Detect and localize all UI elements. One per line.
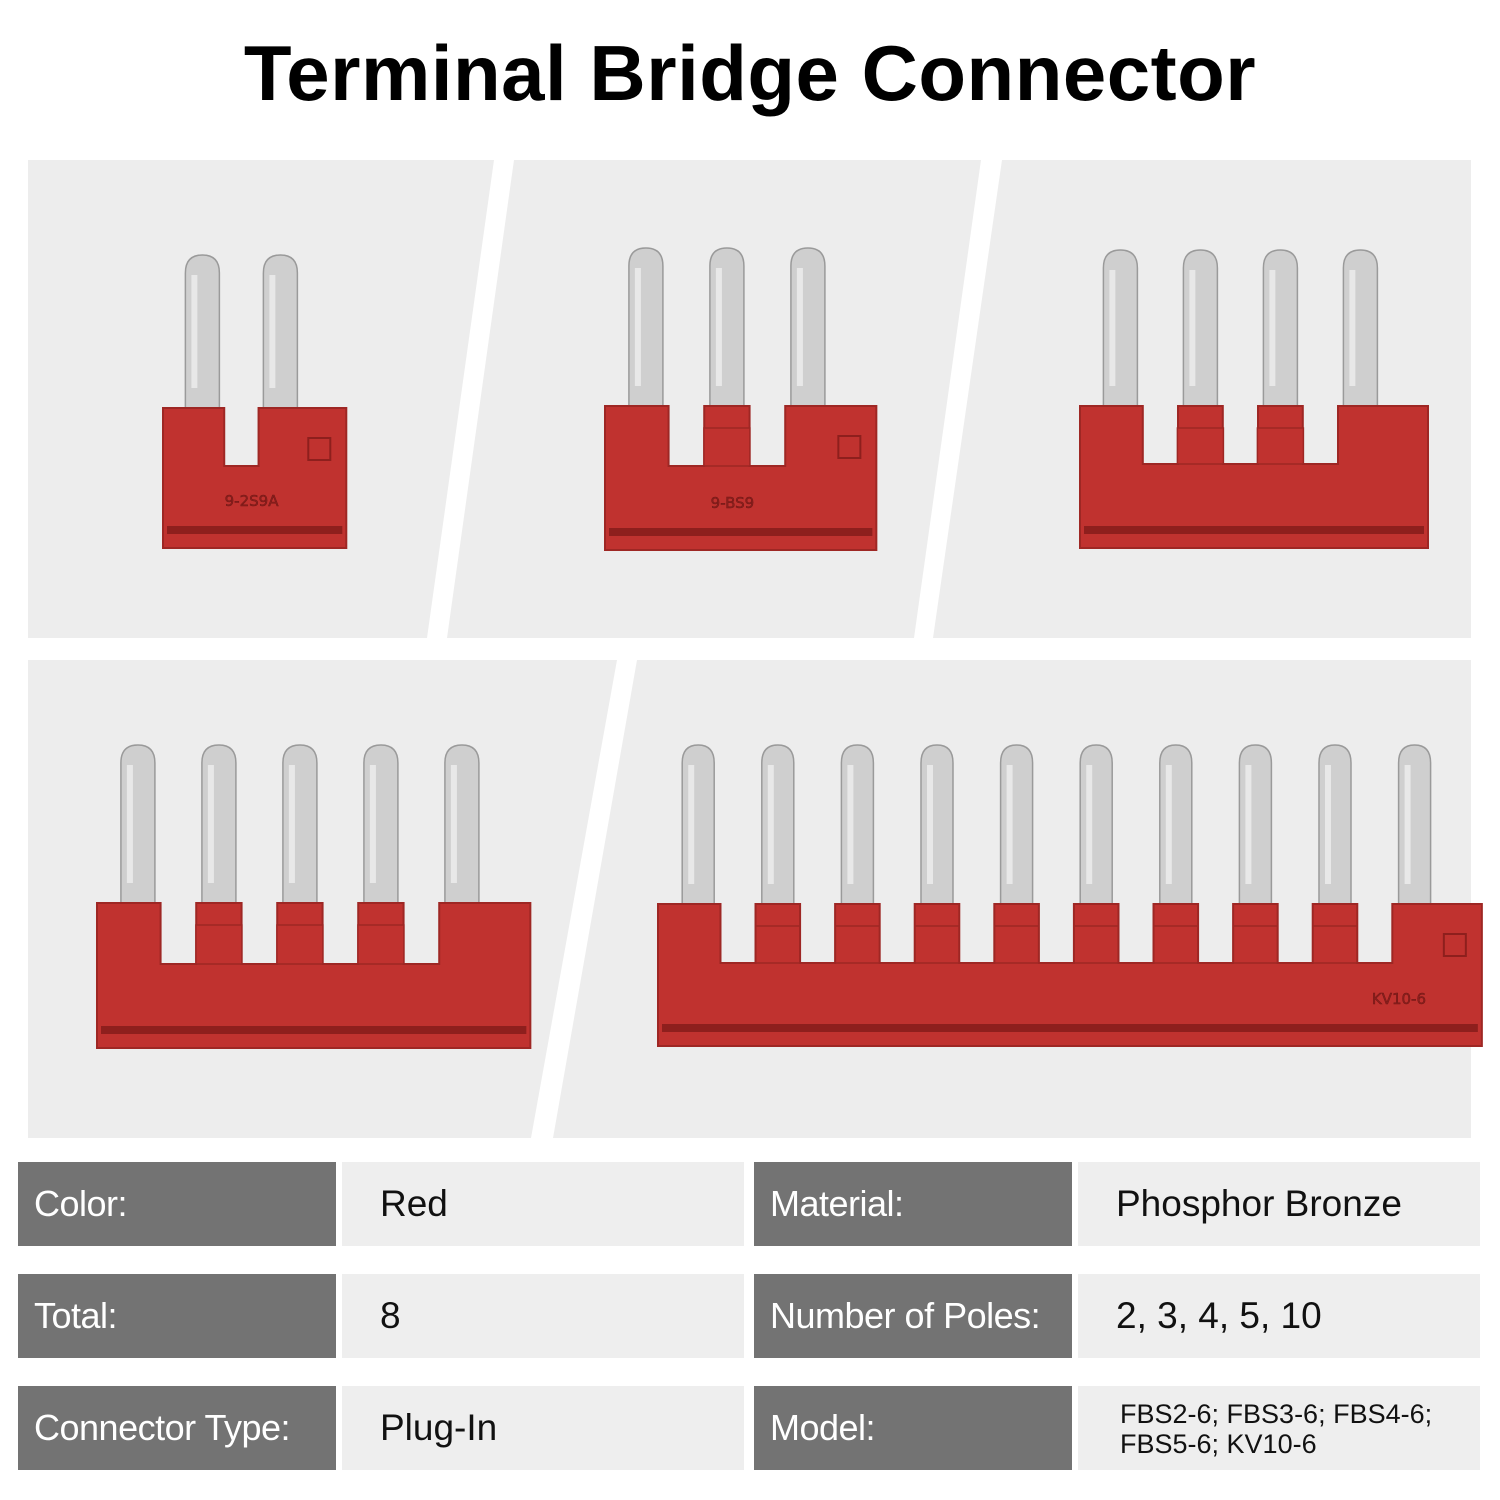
spec-value-connector-type: Plug-In bbox=[342, 1386, 744, 1470]
spec-value-material: Phosphor Bronze bbox=[1078, 1162, 1480, 1246]
spec-label-poles: Number of Poles: bbox=[754, 1274, 1072, 1358]
connector-4-body bbox=[1079, 405, 1429, 549]
connector-10-pin bbox=[1079, 744, 1113, 915]
connector-4-tooth bbox=[1176, 427, 1225, 465]
connector-5-pin-highlight bbox=[126, 765, 133, 883]
connector-5-pin-highlight bbox=[450, 765, 457, 883]
connector-10-marking: KV10-6 bbox=[1372, 990, 1426, 1008]
connector-10-pin bbox=[1318, 744, 1352, 915]
connector-10-pin-highlight bbox=[1086, 765, 1093, 884]
spec-label-connector-type: Connector Type: bbox=[18, 1386, 336, 1470]
connector-4-tooth bbox=[1256, 427, 1305, 465]
connector-4-pin-highlight bbox=[1109, 270, 1116, 386]
connector-5-pin-highlight bbox=[207, 765, 214, 883]
connector-5-pin bbox=[363, 744, 399, 914]
connector-10-tooth bbox=[1312, 925, 1358, 964]
connector-10-pin bbox=[920, 744, 954, 915]
connector-10-pin bbox=[761, 744, 795, 915]
connector-4-pin-highlight bbox=[1269, 270, 1276, 386]
connector-10-tooth bbox=[914, 925, 960, 964]
connector-5-tooth bbox=[357, 924, 405, 965]
spec-label-total: Total: bbox=[18, 1274, 336, 1358]
connector-10-tooth bbox=[834, 925, 881, 964]
spec-value-model: FBS2-6; FBS3-6; FBS4-6; FBS5-6; KV10-6 bbox=[1078, 1386, 1480, 1470]
connector-10-pin bbox=[681, 744, 715, 915]
spec-row-connector-type: Connector Type: Plug-In Model: FBS2-6; F… bbox=[0, 1386, 1500, 1472]
connector-10-pin bbox=[1159, 744, 1193, 915]
connector-10-pin bbox=[1397, 744, 1432, 915]
connector-4-pin bbox=[1102, 249, 1139, 417]
connector-3-groove bbox=[609, 528, 873, 536]
connector-10-tooth bbox=[1232, 925, 1279, 964]
connector-5-pin-highlight bbox=[288, 765, 295, 883]
connector-10-tooth bbox=[1073, 925, 1119, 964]
connector-2-body bbox=[162, 407, 348, 549]
connector-3-pin-highlight bbox=[715, 268, 722, 386]
connector-4-pin bbox=[1342, 249, 1379, 417]
spec-label-model: Model: bbox=[754, 1386, 1072, 1470]
connector-10-pin-highlight bbox=[1245, 765, 1252, 884]
connector-5-pin bbox=[444, 744, 480, 914]
connector-10-pin-highlight bbox=[767, 765, 774, 884]
connector-3-square-mark bbox=[837, 435, 862, 459]
connector-2-groove bbox=[167, 526, 343, 534]
spec-row-total: Total: 8 Number of Poles: 2, 3, 4, 5, 10 bbox=[0, 1274, 1500, 1360]
connector-2-square-mark bbox=[307, 437, 332, 461]
connector-10-pin-highlight bbox=[1165, 765, 1172, 884]
spec-value-total: 8 bbox=[342, 1274, 744, 1358]
connector-5-pin bbox=[201, 744, 237, 914]
connector-2-pin-highlight bbox=[191, 275, 198, 388]
connector-10-tooth bbox=[755, 925, 801, 964]
panel-5-pole bbox=[28, 660, 617, 1138]
page-title: Terminal Bridge Connector bbox=[243, 29, 1257, 117]
connector-2-pin-highlight bbox=[269, 275, 276, 388]
connector-10-tooth bbox=[1153, 925, 1199, 964]
spec-label-color: Color: bbox=[18, 1162, 336, 1246]
connector-10-pin bbox=[999, 744, 1034, 915]
connector-3-pin-highlight bbox=[634, 268, 641, 386]
connector-10-pin-highlight bbox=[1324, 765, 1331, 884]
connector-3-tooth bbox=[703, 427, 751, 467]
connector-10-groove bbox=[662, 1024, 1478, 1032]
connector-4-pin-highlight bbox=[1349, 270, 1356, 386]
connector-4-groove bbox=[1084, 526, 1424, 534]
connector-4-pin bbox=[1262, 249, 1299, 417]
connector-3-marking: 9-BS9 bbox=[711, 494, 755, 512]
connector-10-tooth bbox=[993, 925, 1040, 964]
connector-3-pin bbox=[709, 247, 745, 417]
spec-label-material: Material: bbox=[754, 1162, 1072, 1246]
spec-row-color: Color: Red Material: Phosphor Bronze bbox=[0, 1162, 1500, 1248]
connector-10-pin-highlight bbox=[1404, 765, 1411, 884]
connector-5-pin bbox=[282, 744, 318, 914]
panel-2-pole bbox=[28, 160, 494, 638]
connector-4-pin-highlight bbox=[1189, 270, 1196, 386]
connector-10-pin-highlight bbox=[688, 765, 695, 884]
connector-4-pin bbox=[1182, 249, 1219, 417]
connector-5-groove bbox=[101, 1026, 527, 1034]
connector-5-pin-highlight bbox=[369, 765, 376, 883]
connector-10-pin-highlight bbox=[926, 765, 933, 884]
spec-value-poles: 2, 3, 4, 5, 10 bbox=[1078, 1274, 1480, 1358]
connector-3-pin bbox=[628, 247, 664, 417]
connector-10-pin-highlight bbox=[847, 765, 854, 884]
connector-10-pin-highlight bbox=[1006, 765, 1013, 884]
connector-2-marking: 9-2S9A bbox=[225, 492, 280, 510]
connector-10-pin bbox=[840, 744, 875, 915]
connector-10-pin bbox=[1238, 744, 1273, 915]
connector-5-tooth bbox=[276, 924, 324, 965]
connector-5-pin bbox=[120, 744, 156, 914]
connector-2-pin bbox=[184, 254, 221, 419]
connector-10-square-mark bbox=[1442, 933, 1467, 957]
connector-3-pin-highlight bbox=[796, 268, 803, 386]
connector-2-pin bbox=[262, 254, 299, 419]
spec-value-color: Red bbox=[342, 1162, 744, 1246]
connector-3-pin bbox=[790, 247, 826, 417]
connector-5-tooth bbox=[195, 924, 243, 965]
